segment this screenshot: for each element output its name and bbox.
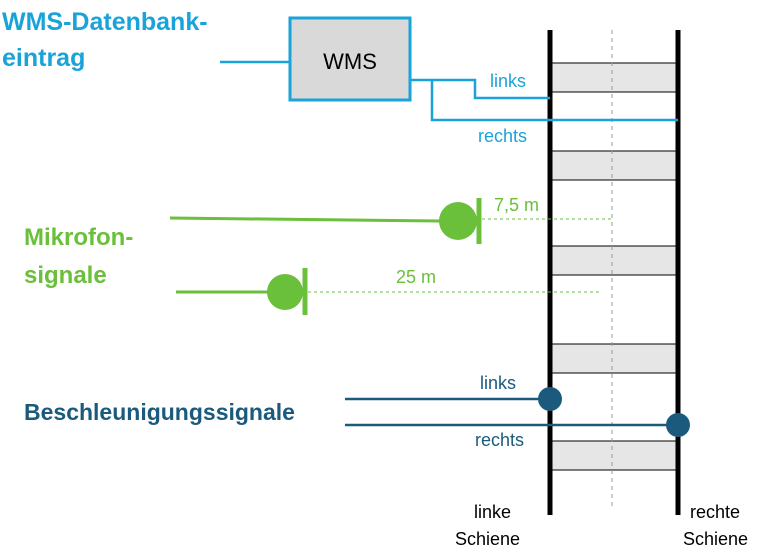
wms-box-label: WMS bbox=[323, 49, 377, 74]
wms-right-line bbox=[430, 80, 678, 122]
sleeper bbox=[549, 150, 679, 181]
wms-right-label: rechts bbox=[478, 126, 527, 146]
acceleration-section bbox=[345, 387, 690, 437]
wms-left-line bbox=[410, 78, 550, 100]
wms-left-label: links bbox=[490, 71, 526, 91]
near-microphone-icon bbox=[439, 202, 477, 240]
wms-title-line1: WMS-Datenbank- bbox=[2, 8, 208, 36]
accel-left-label: links bbox=[480, 373, 516, 393]
wms-title-line2: eintrag bbox=[2, 44, 85, 72]
microphone-section bbox=[169, 198, 612, 315]
accel-title: Beschleunigungssignale bbox=[24, 399, 295, 425]
wms-section bbox=[220, 16, 678, 122]
accel-left-sensor-icon bbox=[538, 387, 562, 411]
mic-title-line2: signale bbox=[24, 262, 107, 289]
mic-title-line1: Mikrofon- bbox=[24, 224, 133, 251]
right-rail-label-line2: Schiene bbox=[683, 529, 748, 549]
right-rail-label-line1: rechte bbox=[690, 502, 740, 522]
near-distance-label: 7,5 m bbox=[494, 195, 539, 215]
sleeper bbox=[549, 343, 679, 374]
near-mic-cable bbox=[169, 216, 441, 223]
left-rail-label-line1: linke bbox=[474, 502, 511, 522]
sleeper bbox=[549, 440, 679, 471]
sleepers bbox=[549, 62, 679, 471]
wms-box bbox=[288, 16, 412, 102]
left-rail-label-line2: Schiene bbox=[455, 529, 520, 549]
accel-right-sensor-icon bbox=[666, 413, 690, 437]
far-distance-label: 25 m bbox=[396, 267, 436, 287]
accel-right-label: rechts bbox=[475, 430, 524, 450]
sleeper bbox=[549, 245, 679, 276]
sleeper bbox=[549, 62, 679, 93]
far-microphone-icon bbox=[267, 274, 303, 310]
